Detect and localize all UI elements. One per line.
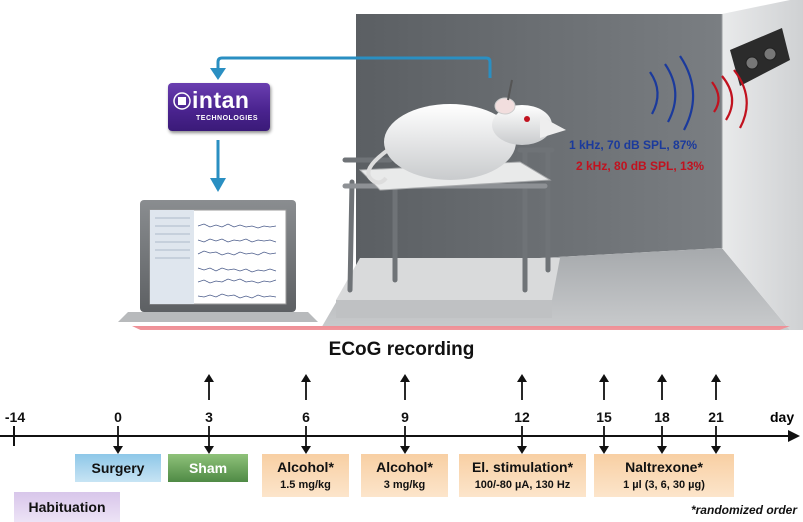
timeline xyxy=(0,374,800,454)
tick-label: -14 xyxy=(4,409,26,425)
session-electrical-stimulation: El. stimulation* 100/-80 µA, 130 Hz xyxy=(459,454,586,497)
intan-subtitle: TECHNOLOGIES xyxy=(196,115,259,122)
arrow-down-day12 xyxy=(517,426,527,454)
signal-cable-arrow xyxy=(210,56,492,80)
arrow-down-day21 xyxy=(711,426,721,454)
session-surgery: Surgery xyxy=(75,454,161,482)
session-dose: 3 mg/kg xyxy=(383,479,426,491)
tick-label: 6 xyxy=(302,409,310,425)
tick-label: 15 xyxy=(596,409,612,425)
deviant-stimulus-label: 2 kHz, 80 dB SPL, 13% xyxy=(576,159,705,173)
session-title: El. stimulation* xyxy=(471,459,574,475)
intan-logo: intan TECHNOLOGIES xyxy=(168,83,270,131)
tick-label: 0 xyxy=(114,409,122,425)
arrow-down-day18 xyxy=(657,426,667,454)
arrow-up-day15 xyxy=(599,374,609,400)
arrow-up-day21 xyxy=(711,374,721,400)
setup-illustration xyxy=(118,0,803,330)
tick-label: 18 xyxy=(654,409,670,425)
arrow-up-day3 xyxy=(204,374,214,400)
footnote: *randomized order xyxy=(690,503,797,517)
tick-label: 21 xyxy=(708,409,724,425)
session-dose: 1.5 mg/kg xyxy=(280,479,331,491)
arrow-down-day0 xyxy=(113,426,123,454)
session-alcohol-low: Alcohol* 1.5 mg/kg xyxy=(262,454,349,497)
timeline-arrowhead xyxy=(788,430,800,442)
ecog-recording-label: ECoG recording xyxy=(328,339,475,360)
session-habituation: Habituation xyxy=(14,492,120,522)
arrow-down-day9 xyxy=(400,426,410,454)
arrow-down-day3 xyxy=(204,426,214,454)
session-title: Alcohol* xyxy=(376,459,433,475)
arrow-up-day18 xyxy=(657,374,667,400)
speaker-icon xyxy=(730,28,790,86)
arrow-down-day15 xyxy=(599,426,609,454)
standard-stimulus-label: 1 kHz, 70 dB SPL, 87% xyxy=(569,138,698,152)
arrow-up-day6 xyxy=(301,374,311,400)
ecog-banner xyxy=(132,326,790,330)
data-arrow xyxy=(210,140,226,192)
arrow-up-day12 xyxy=(517,374,527,400)
intan-brand-text: intan xyxy=(192,87,250,113)
session-alcohol-high: Alcohol* 3 mg/kg xyxy=(361,454,448,497)
tick-label: 9 xyxy=(401,409,409,425)
session-naltrexone: Naltrexone* 1 µl (3, 6, 30 µg) xyxy=(594,454,734,497)
tick-label: 3 xyxy=(205,409,213,425)
arrow-down-day6 xyxy=(301,426,311,454)
chip-icon xyxy=(173,92,191,110)
timeline-unit-label: day xyxy=(770,409,795,425)
session-title: Naltrexone* xyxy=(625,459,703,475)
tick-label: 12 xyxy=(514,409,530,425)
platform-base xyxy=(336,258,560,318)
laptop-icon xyxy=(118,200,318,322)
session-sham: Sham xyxy=(168,454,248,482)
session-dose: 1 µl (3, 6, 30 µg) xyxy=(623,479,705,491)
arrow-up-day9 xyxy=(400,374,410,400)
rat-illustration xyxy=(366,79,566,185)
sound-waves xyxy=(649,55,748,131)
session-params: 100/-80 µA, 130 Hz xyxy=(474,479,571,491)
session-title: Alcohol* xyxy=(277,459,334,475)
